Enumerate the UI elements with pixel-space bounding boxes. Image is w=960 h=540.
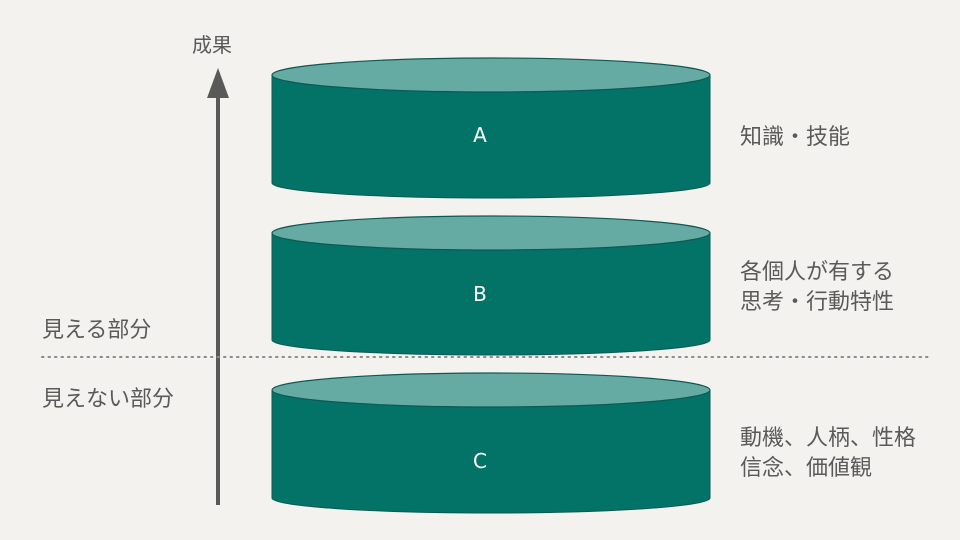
- disk-b: [271, 215, 711, 356]
- layer-c-description: 動機、人柄、性格 信念、価値観: [740, 426, 917, 481]
- disk-a-letter: A: [473, 123, 487, 147]
- layer-a-description: 知識・技能: [740, 125, 851, 150]
- visible-zone-label: 見える部分: [42, 318, 152, 343]
- invisible-zone-label: 見えない部分: [42, 387, 175, 412]
- disk-b-letter: B: [473, 282, 487, 306]
- disk-c-letter: C: [473, 449, 487, 473]
- layer-b-description: 各個人が有する 思考・行動特性: [740, 260, 895, 315]
- outcome-arrow-head: [207, 68, 229, 98]
- outcome-axis-label: 成果: [192, 33, 232, 57]
- disk-c: [271, 372, 711, 514]
- disk-a: [271, 57, 711, 199]
